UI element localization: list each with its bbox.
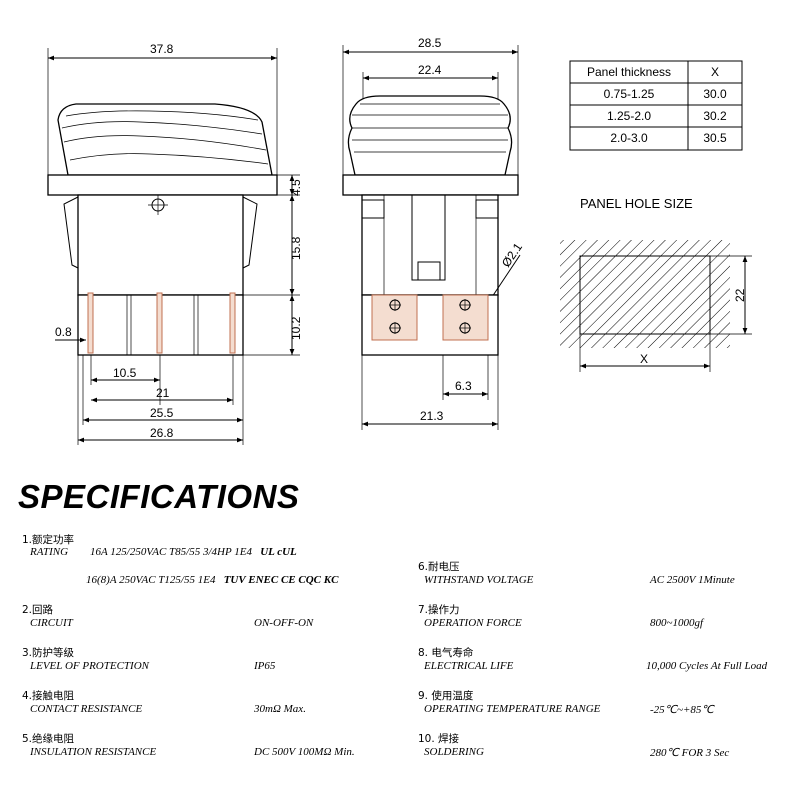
- table-cell: 30.5: [703, 131, 727, 145]
- spec-rating-label: RATING: [30, 546, 69, 558]
- spec-temperature-label: OPERATING TEMPERATURE RANGE: [424, 703, 601, 715]
- dim-pin-span-a: 10.5: [113, 366, 137, 380]
- spec-circuit-cn: 2.回路: [22, 604, 54, 616]
- spec-temperature-cn: 9. 使用温度: [418, 690, 474, 702]
- dim-hole-height: 22: [733, 288, 747, 302]
- dim-cap-width: 22.4: [418, 63, 442, 77]
- dim-hole-dia: Ø2.1: [499, 240, 525, 270]
- table-cell: 1.25-2.0: [607, 109, 651, 123]
- dim-body-height: 15.8: [289, 236, 303, 260]
- panel-hole-title: PANEL HOLE SIZE: [580, 196, 693, 211]
- spec-contact-cn: 4.接触电阻: [22, 690, 75, 702]
- panel-thickness-table: Panel thickness X 0.75-1.25 30.0 1.25-2.…: [569, 60, 743, 151]
- spec-circuit-value: ON-OFF-ON: [254, 617, 314, 629]
- specifications-heading: SPECIFICATIONS: [18, 478, 300, 515]
- dim-flange: 4.5: [289, 179, 303, 196]
- dim-pin-span-c: 25.5: [150, 406, 174, 420]
- spec-soldering-cn: 10. 焊接: [418, 733, 460, 745]
- dim-side-width: 28.5: [418, 36, 442, 50]
- spec-withstand-label: WITHSTAND VOLTAGE: [424, 574, 534, 586]
- table-cell: 30.0: [703, 87, 727, 101]
- spec-insulation-cn: 5.绝缘电阻: [22, 733, 75, 745]
- spec-insulation-value: DC 500V 100MΩ Min.: [254, 746, 355, 758]
- front-view: 37.8 4.5 15.8: [47, 42, 303, 445]
- technical-drawing: 37.8 4.5 15.8: [47, 36, 752, 445]
- spec-temperature-value: -25℃~+85℃: [650, 704, 714, 716]
- spec-life-value: 10,000 Cycles At Full Load: [646, 660, 768, 672]
- spec-rating-line1: 16A 125/250VAC T85/55 3/4HP 1E4 UL cUL: [90, 546, 297, 558]
- spec-contact-value: 30mΩ Max.: [254, 703, 306, 715]
- spec-withstand-value: AC 2500V 1Minute: [650, 574, 735, 586]
- spec-withstand-cn: 6.耐电压: [418, 561, 460, 573]
- spec-contact-label: CONTACT RESISTANCE: [30, 703, 143, 715]
- spec-force-value: 800~1000gf: [650, 617, 704, 629]
- dim-pin-span-b: 21: [156, 386, 170, 400]
- spec-soldering-value: 280℃ FOR 3 Sec: [650, 747, 730, 759]
- spec-protection-label: LEVEL OF PROTECTION: [30, 660, 149, 672]
- dim-front-width: 37.8: [150, 42, 174, 56]
- spec-force-cn: 7.操作力: [418, 604, 460, 616]
- table-cell: 30.2: [703, 109, 727, 123]
- dim-body-width: 26.8: [150, 426, 174, 440]
- dim-pin-pitch: 6.3: [455, 379, 472, 393]
- spec-protection-value: IP65: [254, 660, 276, 672]
- spec-protection-cn: 3.防护等级: [22, 647, 75, 659]
- dim-pin-length: 10.2: [289, 316, 303, 340]
- panel-hole-diagram: PANEL HOLE SIZE 22 X: [560, 196, 752, 372]
- side-view: 28.5 22.4 Ø2.1: [342, 36, 525, 430]
- table-header-thickness: Panel thickness: [587, 65, 671, 79]
- spec-rating-line2: 16(8)A 250VAC T125/55 1E4 TUV ENEC CE CQ…: [86, 574, 339, 586]
- table-cell: 0.75-1.25: [604, 87, 655, 101]
- spec-life-cn: 8. 电气寿命: [418, 647, 474, 659]
- dim-pin-thickness: 0.8: [55, 325, 72, 339]
- spec-circuit-label: CIRCUIT: [30, 617, 73, 629]
- spec-life-label: ELECTRICAL LIFE: [424, 660, 514, 672]
- dim-side-body-width: 21.3: [420, 409, 444, 423]
- spec-force-label: OPERATION FORCE: [424, 617, 522, 629]
- spec-insulation-label: INSULATION RESISTANCE: [30, 746, 157, 758]
- spec-rating-cn: 1.额定功率: [22, 534, 75, 546]
- dim-hole-width: X: [640, 352, 648, 366]
- table-cell: 2.0-3.0: [610, 131, 648, 145]
- spec-soldering-label: SOLDERING: [424, 746, 484, 758]
- table-header-x: X: [711, 65, 719, 79]
